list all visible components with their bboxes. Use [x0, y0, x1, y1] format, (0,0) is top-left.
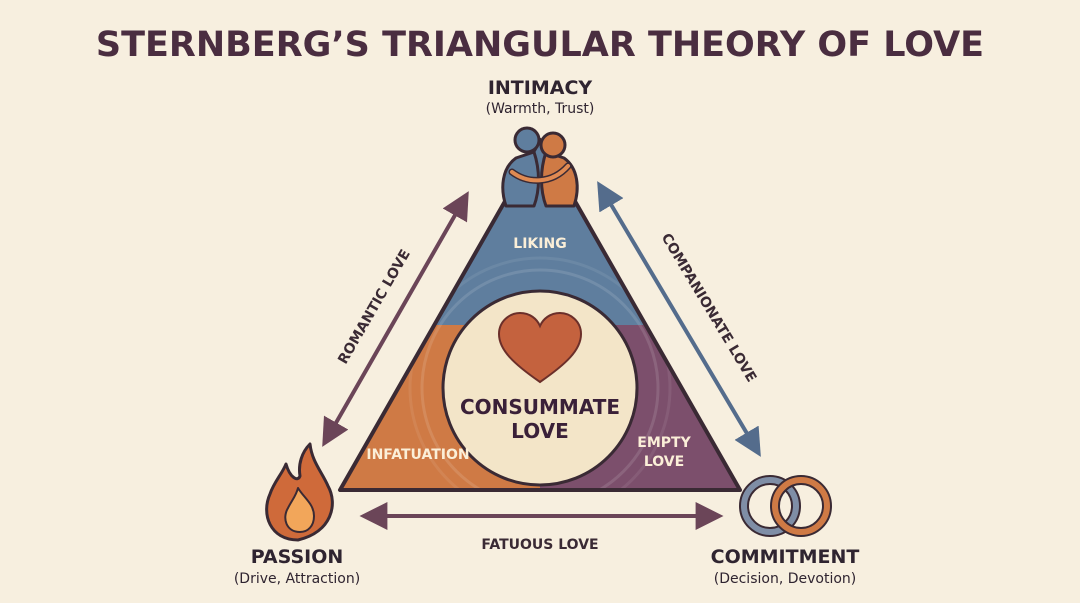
hugging-people-icon [501, 126, 579, 208]
consummate-love-label-line2: LOVE [511, 419, 569, 443]
flame-icon [265, 442, 334, 542]
liking-label: LIKING [513, 236, 566, 252]
commitment-label: COMMITMENT [711, 546, 860, 568]
commitment-sublabel: (Decision, Devotion) [714, 571, 857, 587]
infatuation-label: INFATUATION [366, 447, 469, 463]
consummate-love-label-line1: CONSUMMATE [460, 395, 620, 419]
empty-love-label-line1: EMPTY [637, 435, 691, 451]
romantic-love-arrow [322, 191, 469, 447]
heart-icon [497, 311, 583, 384]
page-title: STERNBERG’S TRIANGULAR THEORY OF LOVE [96, 25, 984, 65]
empty-love-label-line2: LOVE [644, 454, 684, 470]
passion-label: PASSION [251, 546, 344, 568]
consummate-love-circle [441, 289, 639, 487]
interlocked-rings-icon [739, 475, 832, 537]
fatuous-love-label: FATUOUS LOVE [481, 537, 598, 553]
companionate-love-arrow [597, 181, 761, 457]
passion-sublabel: (Drive, Attraction) [234, 571, 360, 587]
intimacy-sublabel: (Warmth, Trust) [486, 101, 595, 117]
intimacy-label: INTIMACY [488, 77, 593, 99]
